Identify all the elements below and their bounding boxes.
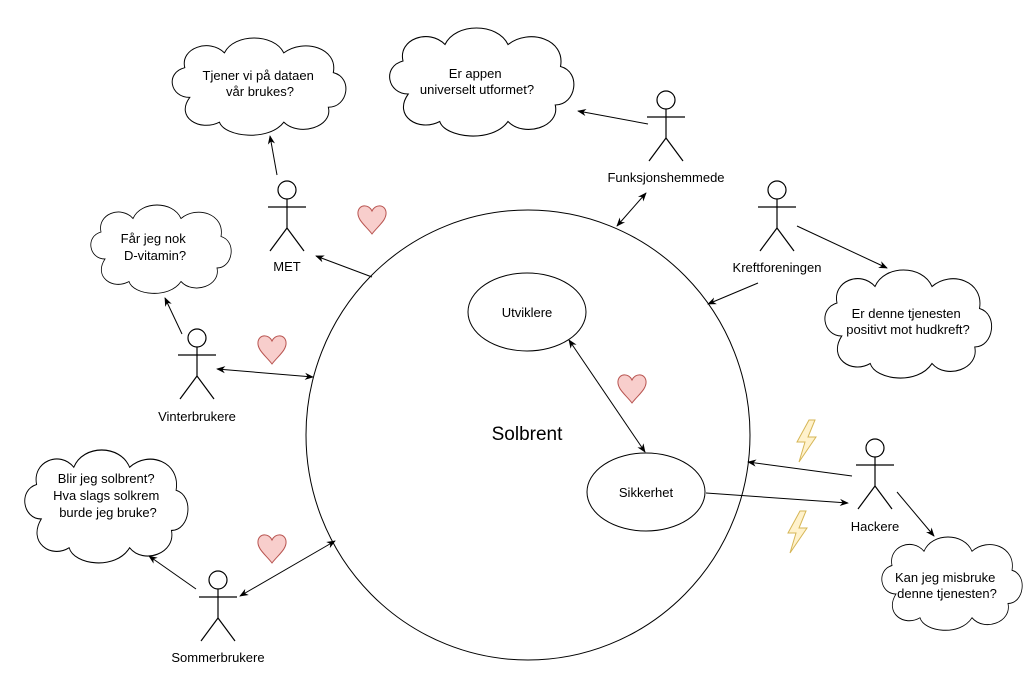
arrow-sommer-to-cloud	[148, 555, 197, 590]
actor-sommerbrukere-icon	[198, 570, 238, 642]
heart-icon	[257, 335, 287, 365]
node-utviklere: Utviklere	[467, 272, 587, 352]
cloud-met-text: Tjener vi på dataen vår brukes?	[203, 68, 318, 99]
cloud-kreft-text: Er denne tjenesten positivt mot hudkreft…	[846, 306, 970, 337]
lightning-icon	[787, 510, 808, 554]
arrow-system-to-met	[315, 255, 373, 278]
actor-hackere-label: Hackere	[851, 519, 899, 534]
actor-vinterbrukere-icon	[177, 328, 217, 400]
arrow-sikkerhet-to-hackere	[705, 492, 849, 507]
actor-kreftforeningen-icon	[757, 180, 797, 252]
arrow-kreft-to-system	[707, 282, 759, 305]
actor-hackere-icon	[855, 438, 895, 510]
arrow-sommer-system	[239, 540, 336, 597]
arrow-hackere-to-cloud	[896, 491, 935, 537]
arrow-vinter-system	[216, 366, 314, 380]
cloud-vinter-text: Får jeg nok D-vitamin?	[121, 231, 190, 263]
actor-funksjonshemmede-icon	[646, 90, 686, 162]
actor-kreftforeningen-label: Kreftforeningen	[733, 260, 822, 275]
arrow-utviklere-sikkerhet	[568, 339, 646, 453]
cloud-hacker-text: Kan jeg misbruke denne tjenesten?	[895, 570, 999, 601]
actor-funksjonshemmede-label: Funksjonshemmede	[607, 170, 724, 185]
system-title: Solbrent	[492, 424, 563, 445]
system-boundary	[305, 209, 751, 661]
arrow-hackere-to-system	[747, 459, 853, 477]
heart-icon	[257, 534, 287, 564]
cloud-sommer-text: Blir jeg solbrent? Hva slags solkrem bur…	[53, 471, 163, 520]
lightning-icon	[796, 419, 817, 463]
actor-met-label: MET	[273, 259, 301, 274]
node-sikkerhet: Sikkerhet	[586, 452, 706, 532]
arrow-vinter-to-cloud	[164, 297, 183, 335]
arrow-funk-to-cloud	[577, 108, 649, 125]
node-utviklere-label: Utviklere	[502, 305, 553, 320]
heart-icon	[357, 205, 387, 235]
actor-sommerbrukere-label: Sommerbrukere	[171, 650, 264, 665]
arrow-kreft-to-cloud	[796, 225, 888, 269]
arrow-funk-system	[616, 192, 647, 227]
actor-met-icon	[267, 180, 307, 252]
node-sikkerhet-label: Sikkerhet	[619, 485, 674, 500]
cloud-funk-text: Er appen universelt utformet?	[420, 66, 534, 97]
actor-vinterbrukere-label: Vinterbrukere	[158, 409, 236, 424]
arrow-met-to-cloud	[267, 135, 278, 176]
